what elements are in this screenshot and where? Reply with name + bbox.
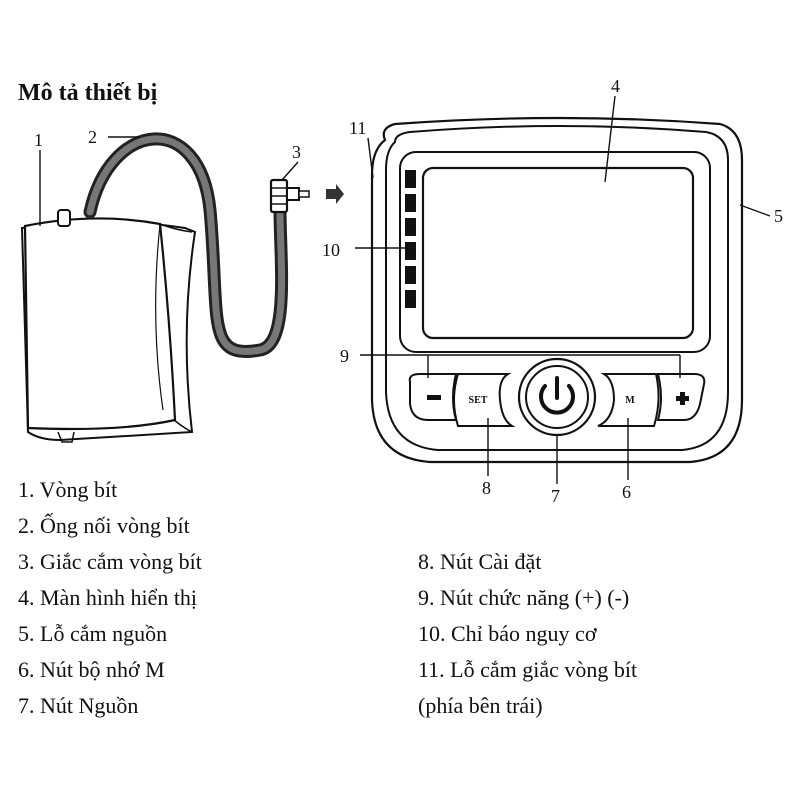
cuff-tube — [83, 132, 289, 358]
legend-item: 1. Vòng bít — [18, 477, 118, 502]
callout-7: 7 — [551, 486, 560, 506]
legend-item: (phía bên trái) — [418, 693, 543, 718]
plus-button[interactable] — [656, 373, 706, 421]
callout-2: 2 — [88, 127, 97, 147]
callout-9: 9 — [340, 346, 349, 366]
legend-item: 2. Ống nối vòng bít — [18, 513, 190, 538]
legend-item: 3. Giắc cắm vòng bít — [18, 549, 202, 574]
memory-button-label: M — [625, 395, 635, 406]
callout-8: 8 — [482, 478, 491, 498]
callout-4: 4 — [611, 76, 620, 96]
legend-left: 1. Vòng bít 2. Ống nối vòng bít 3. Giắc … — [18, 472, 202, 724]
callout-1: 1 — [34, 130, 43, 150]
memory-button[interactable]: M — [597, 373, 660, 427]
callout-6: 6 — [622, 482, 631, 502]
cuff-plug — [269, 178, 344, 214]
callout-10: 10 — [322, 240, 340, 260]
legend-item: 5. Lỗ cắm nguồn — [18, 621, 168, 646]
risk-indicator — [405, 170, 416, 308]
callout-11: 11 — [349, 118, 366, 138]
legend-item: 9. Nút chức năng (+) (-) — [418, 585, 630, 610]
legend-item: 7. Nút Nguồn — [18, 693, 139, 718]
callout-5: 5 — [774, 206, 783, 226]
callout-3: 3 — [292, 142, 301, 162]
leader-lines — [39, 95, 771, 484]
power-button[interactable] — [517, 357, 597, 437]
page-title: Mô tả thiết bị — [18, 80, 158, 106]
set-button-label: SET — [469, 395, 488, 406]
plus-icon — [676, 392, 689, 405]
callout-numbers: 1 2 3 4 5 6 7 8 9 10 11 — [34, 76, 783, 506]
legend-item: 6. Nút bộ nhớ M — [18, 657, 165, 682]
cuff-illustration — [20, 209, 197, 443]
legend-right: 8. Nút Cài đặt 9. Nút chức năng (+) (-) … — [418, 544, 637, 724]
legend-item: 10. Chỉ báo nguy cơ — [418, 621, 597, 646]
legend-item: 8. Nút Cài đặt — [418, 549, 542, 574]
legend-item: 4. Màn hình hiển thị — [18, 585, 198, 610]
set-button[interactable]: SET — [453, 373, 516, 427]
minus-button[interactable] — [408, 373, 458, 421]
legend-item: 11. Lỗ cắm giắc vòng bít — [418, 657, 638, 682]
minus-icon — [427, 395, 441, 400]
power-icon — [539, 376, 575, 415]
